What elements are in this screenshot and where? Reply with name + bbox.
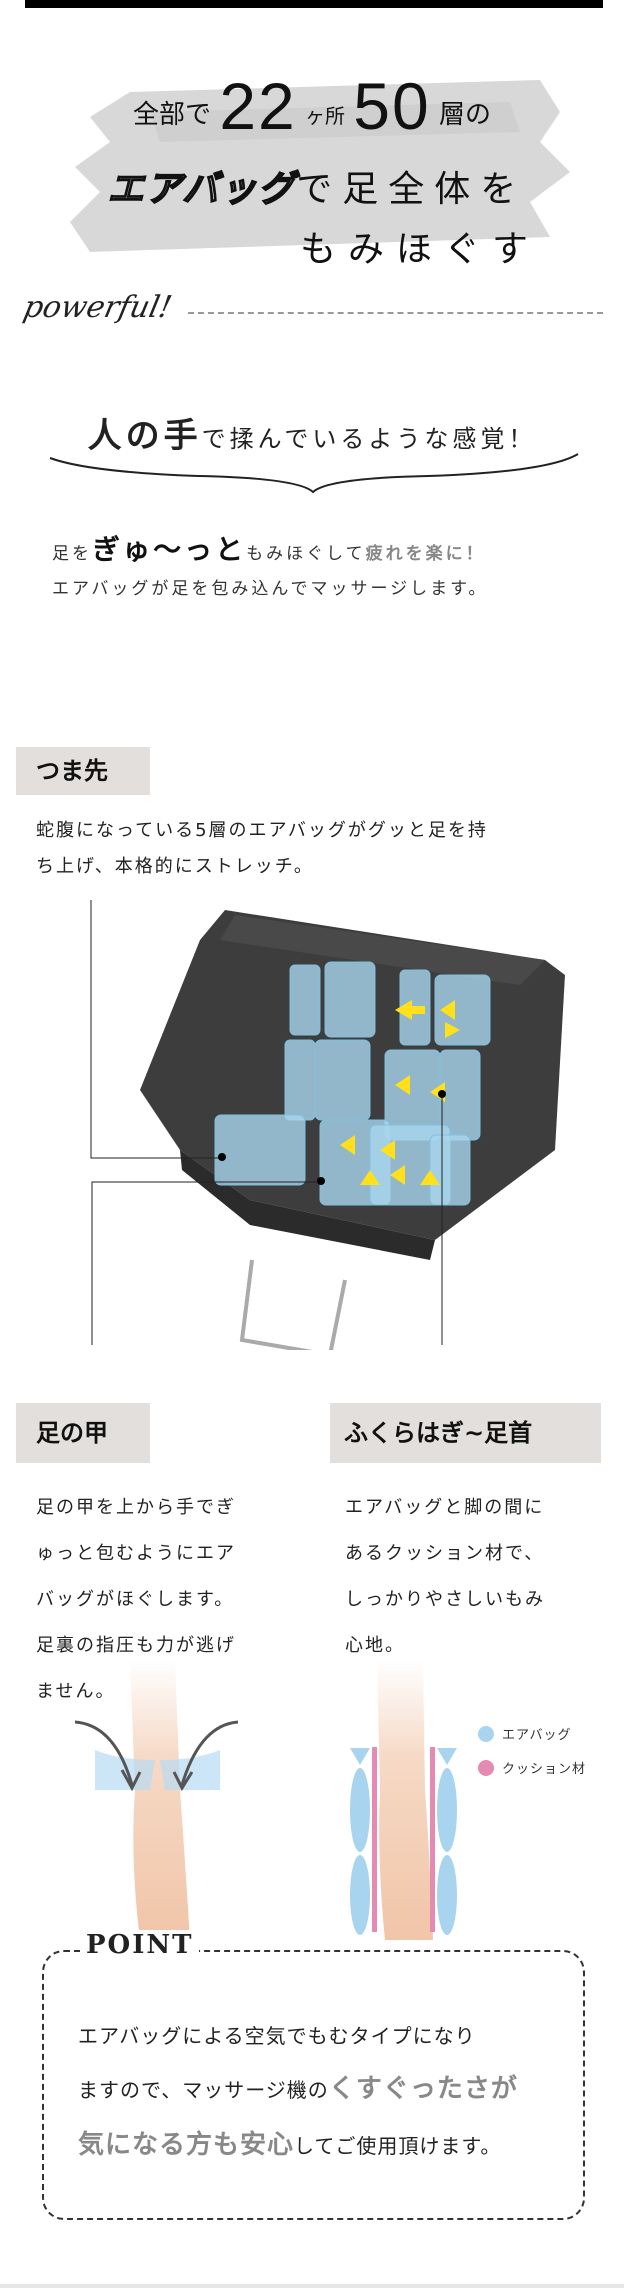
instep-text-5: ません。 xyxy=(36,1681,116,1702)
point-text-2: ますので、マッサージ機のくすぐったさが xyxy=(78,2074,518,2104)
instep-text-1: 足の甲を上から手でぎ xyxy=(36,1497,236,1518)
section-label-instep: 足の甲 xyxy=(16,1403,150,1463)
powerful-script: powerful! xyxy=(20,290,175,325)
legend-cushion: クッション材 xyxy=(478,1758,586,1777)
headline-row-2: エアバッグで足全体を xyxy=(107,168,527,211)
catch-copy: 人の手で揉んでいるような感覚！ xyxy=(87,416,537,456)
massager-product-image xyxy=(90,900,565,1350)
curly-brace xyxy=(49,453,579,494)
instep-text-2: ゅっと包むようにエア xyxy=(36,1543,236,1564)
instep-text-3: バッグがほぐします。 xyxy=(36,1589,235,1610)
dashed-divider xyxy=(188,312,603,314)
headline-row-3: もみほぐす xyxy=(300,229,541,270)
calf-text-2: あるクッション材で、 xyxy=(345,1543,545,1564)
legend-airbag: エアバッグ xyxy=(478,1724,571,1743)
lead-line-1: 足をぎゅ〜っともみほぐして疲れを楽に！ xyxy=(52,533,486,566)
headline-row-1: 全部で 22 ヶ所 50 層の xyxy=(133,69,491,143)
section-label-toe: つま先 xyxy=(16,747,150,795)
calf-foot-illustration xyxy=(350,1660,457,1940)
section-label-calf-ankle: ふくらはぎ~足首 xyxy=(330,1403,601,1463)
bottom-divider xyxy=(0,2284,624,2288)
instep-foot-illustration xyxy=(74,1660,239,1940)
calf-text-1: エアバッグと脚の間に xyxy=(345,1497,545,1518)
brush-stroke-background xyxy=(70,80,570,252)
lead-line-2: エアバッグが足を包み込んでマッサージします。 xyxy=(52,579,489,599)
calf-text-4: 心地。 xyxy=(345,1635,405,1656)
top-bar xyxy=(25,0,603,8)
toe-text-1: 蛇腹になっている5層のエアバッグがグッと足を持 xyxy=(36,820,488,841)
instep-text-4: 足裏の指圧も力が逃げ xyxy=(36,1635,236,1656)
point-text-3: 気になる方も安心してご使用頂けます。 xyxy=(78,2130,502,2160)
calf-text-3: しっかりやさしいもみ xyxy=(345,1589,545,1610)
point-title: POINT xyxy=(80,1930,200,1960)
toe-text-2: ち上げ、本格的にストレッチ。 xyxy=(36,856,314,877)
point-text-1: エアバッグによる空気でもむタイプになり xyxy=(78,2024,476,2048)
point-box xyxy=(42,1950,585,2220)
legend-dot-airbag xyxy=(478,1726,494,1742)
legend-dot-cushion xyxy=(478,1760,494,1776)
